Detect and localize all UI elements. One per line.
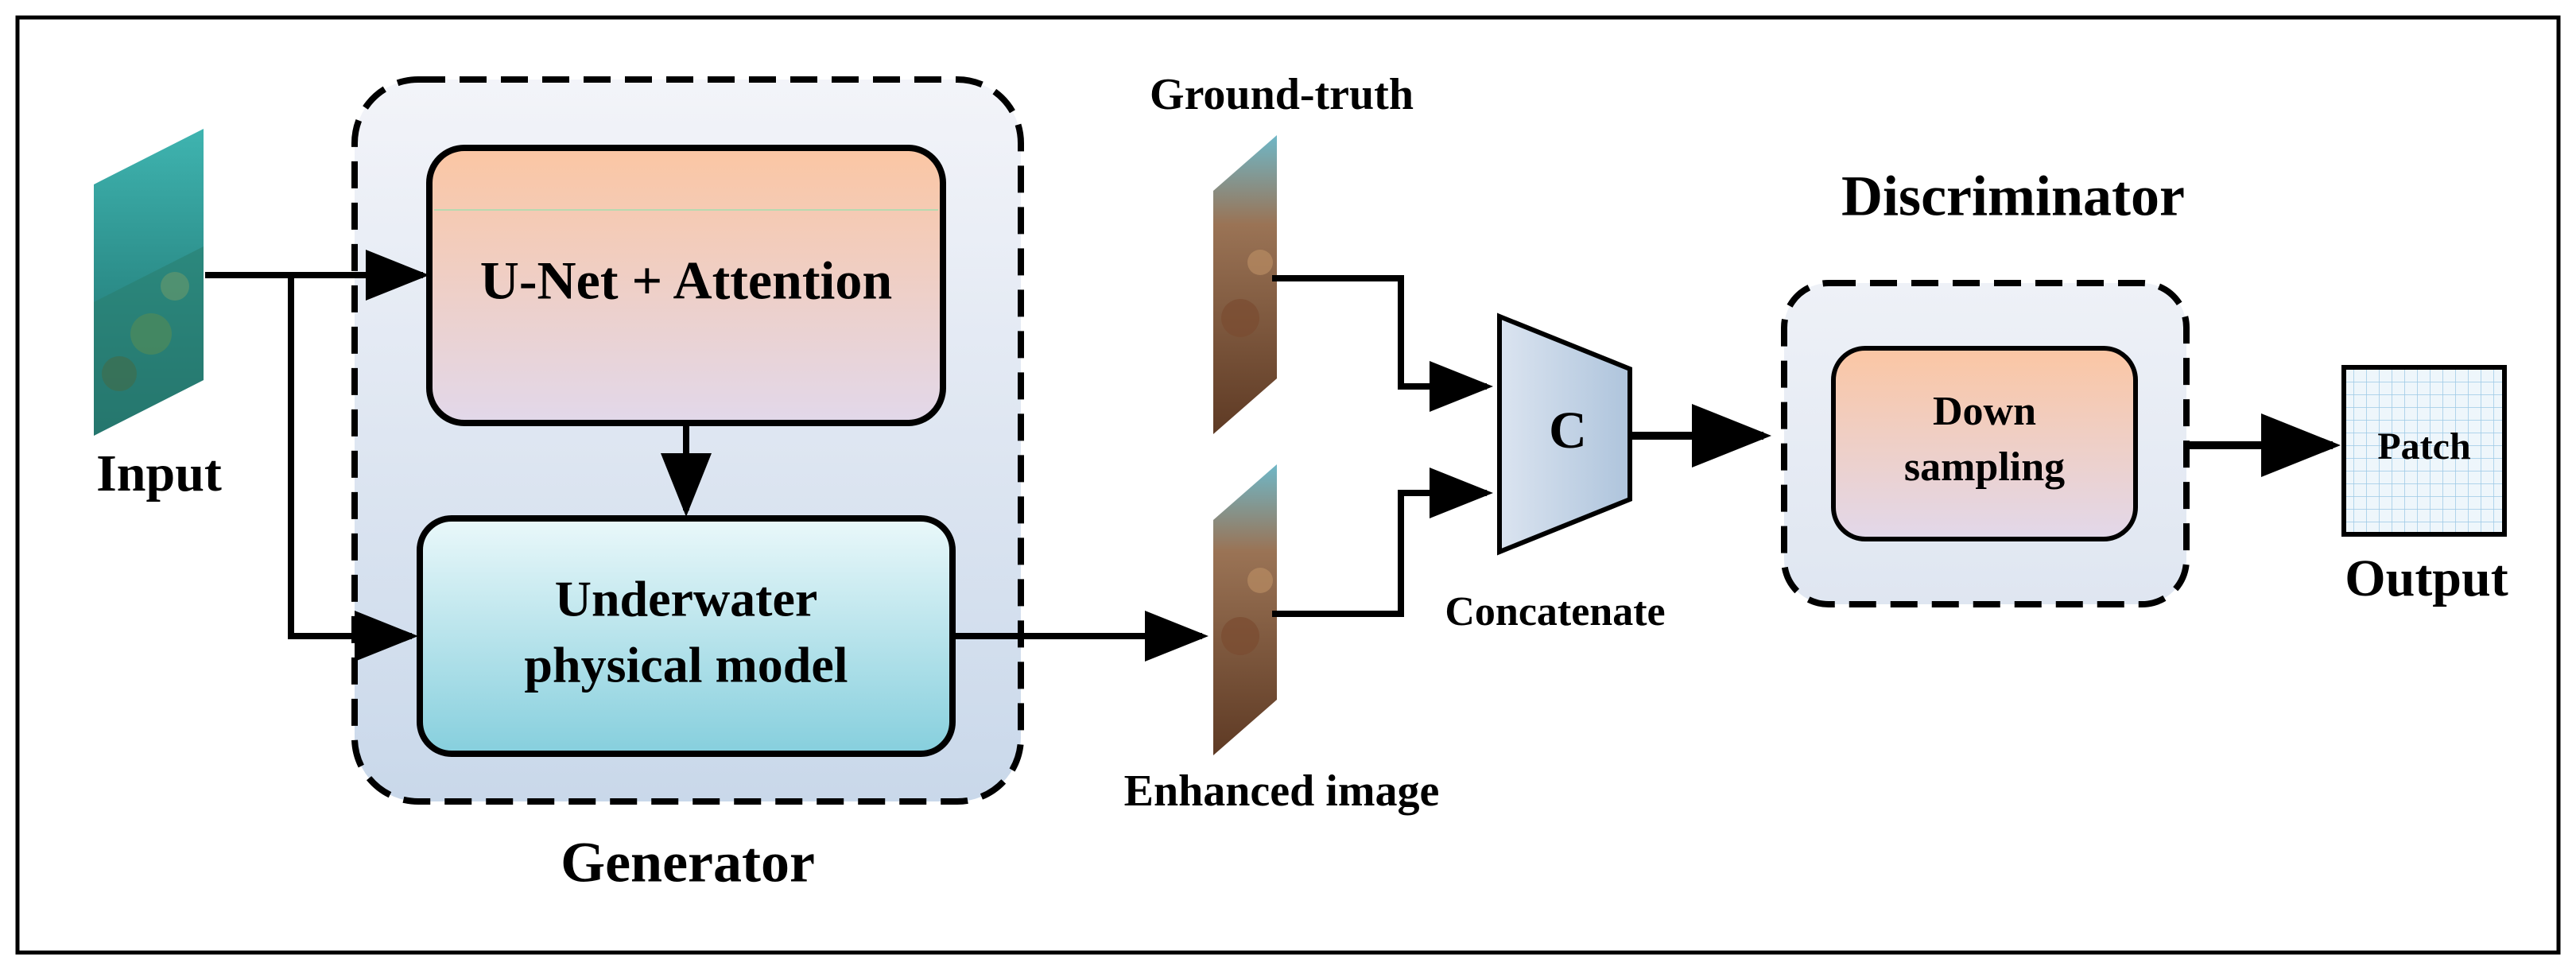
- physical-model-label-line2: physical model: [524, 637, 848, 693]
- input-arrows: [205, 250, 1208, 662]
- enhanced-image: [1213, 464, 1277, 755]
- unet-attention-block: U-Net + Attention: [426, 145, 946, 426]
- concatenate-block: C: [1497, 312, 1632, 556]
- ground-truth-label: Ground-truth: [1150, 70, 1414, 119]
- input-label: Input: [96, 444, 222, 503]
- physical-model-label-line1: Underwater: [555, 571, 818, 627]
- concat-symbol: C: [1549, 402, 1587, 460]
- patch-label: Patch: [2377, 425, 2470, 468]
- concatenate-label: Concatenate: [1445, 589, 1665, 634]
- discriminator-label: Discriminator: [1841, 165, 2185, 228]
- ground-truth-image: [1213, 135, 1277, 434]
- generator-label: Generator: [561, 831, 815, 894]
- concat-input-arrows: [1272, 275, 1493, 617]
- input-image: [94, 129, 204, 436]
- downsampling-label-line2: sampling: [1904, 444, 2065, 490]
- unet-label: U-Net + Attention: [480, 250, 892, 311]
- downsampling-block: Down sampling: [1831, 346, 2138, 541]
- physical-model-block: Underwater physical model: [417, 515, 956, 757]
- patch-output: Patch: [2341, 365, 2507, 537]
- downsampling-label-line1: Down: [1933, 389, 2036, 434]
- output-label: Output: [2345, 549, 2508, 607]
- enhanced-image-label: Enhanced image: [1124, 766, 1440, 816]
